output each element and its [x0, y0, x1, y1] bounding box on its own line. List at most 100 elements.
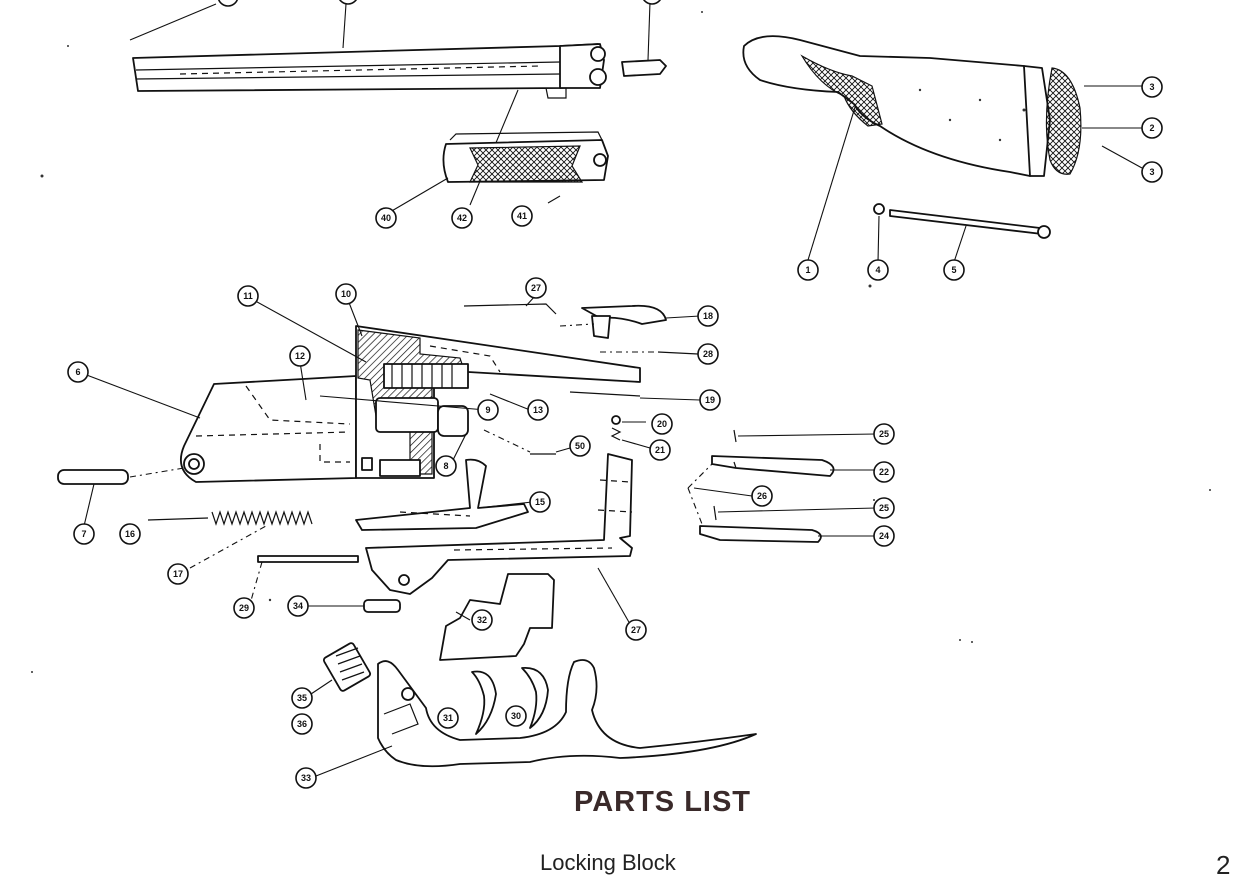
svg-text:5: 5 [951, 265, 956, 275]
svg-text:25: 25 [879, 429, 889, 439]
callout-34: 34 [287, 595, 309, 617]
svg-text:24: 24 [879, 531, 889, 541]
callout-4: 4 [867, 259, 889, 281]
stock-bolt [873, 203, 1051, 263]
locking-block [249, 297, 641, 479]
callout-13: 13 [527, 399, 549, 421]
hinge-pin [57, 467, 185, 527]
callout-19: 19 [699, 389, 721, 411]
svg-text:31: 31 [443, 713, 453, 723]
svg-text:50: 50 [575, 441, 585, 451]
callout-12: 12 [289, 345, 311, 367]
callout-1: 1 [797, 259, 819, 281]
top-lever [463, 295, 701, 401]
page-number: 2 [1216, 850, 1231, 880]
triggers [439, 573, 555, 735]
svg-text:3: 3 [1149, 82, 1154, 92]
small-springs [483, 415, 651, 455]
firing-pin-spring [147, 510, 313, 569]
svg-text:33: 33 [301, 773, 311, 783]
callout-32: 32 [471, 609, 493, 631]
svg-text:11: 11 [243, 291, 253, 301]
svg-text:10: 10 [341, 289, 351, 299]
callout-16: 16 [119, 523, 141, 545]
callout-3-top: 3 [1141, 76, 1163, 98]
svg-text:13: 13 [533, 405, 543, 415]
svg-text:22: 22 [879, 467, 889, 477]
svg-text:9: 9 [485, 405, 490, 415]
callout-5: 5 [943, 259, 965, 281]
section-subtitle: Locking Block [540, 850, 676, 875]
callout-22: 22 [873, 461, 895, 483]
callout-top-edge-left [217, 0, 239, 7]
sears [687, 429, 877, 543]
svg-text:2: 2 [1149, 123, 1154, 133]
callout-27-top: 27 [525, 277, 547, 299]
svg-text:16: 16 [125, 529, 135, 539]
callout-top-edge-right [643, 0, 661, 5]
callout-36: 36 [291, 713, 313, 735]
svg-text:36: 36 [297, 719, 307, 729]
svg-text:17: 17 [173, 569, 183, 579]
svg-text:30: 30 [511, 711, 521, 721]
mainspring [307, 642, 372, 697]
callout-20: 20 [651, 413, 673, 435]
svg-text:12: 12 [295, 351, 305, 361]
callout-41: 41 [511, 205, 533, 227]
callout-9: 9 [477, 399, 499, 421]
svg-text:35: 35 [297, 693, 307, 703]
svg-text:41: 41 [517, 211, 527, 221]
callout-33: 33 [295, 767, 317, 789]
callout-50: 50 [569, 435, 591, 457]
callout-29: 29 [233, 597, 255, 619]
callout-27-bottom: 27 [625, 619, 647, 641]
callout-10: 10 [335, 283, 357, 305]
callout-17: 17 [167, 563, 189, 585]
callout-35: 35 [291, 687, 313, 709]
callout-30: 30 [505, 705, 527, 727]
svg-text:18: 18 [703, 311, 713, 321]
hammers [355, 458, 533, 531]
trigger-guard [315, 659, 757, 777]
svg-text:3: 3 [1149, 167, 1154, 177]
receiver [83, 373, 357, 483]
svg-text:15: 15 [535, 497, 545, 507]
svg-text:1: 1 [805, 265, 810, 275]
svg-text:28: 28 [703, 349, 713, 359]
svg-text:8: 8 [443, 461, 448, 471]
svg-text:26: 26 [757, 491, 767, 501]
callout-15: 15 [529, 491, 551, 513]
callout-top-edge-mid [339, 0, 357, 5]
svg-text:34: 34 [293, 601, 303, 611]
svg-text:20: 20 [657, 419, 667, 429]
svg-text:21: 21 [655, 445, 665, 455]
svg-text:6: 6 [75, 367, 80, 377]
svg-text:4: 4 [875, 265, 880, 275]
svg-text:19: 19 [705, 395, 715, 405]
callout-8: 8 [435, 455, 457, 477]
page-title: PARTS LIST [574, 786, 752, 818]
callout-25-bottom: 25 [873, 497, 895, 519]
callout-40: 40 [375, 207, 397, 229]
callout-28: 28 [697, 343, 719, 365]
top-latch [621, 1, 667, 77]
trigger-plate [249, 453, 633, 625]
callout-18: 18 [697, 305, 719, 327]
barrel [129, 3, 607, 206]
callout-7: 7 [73, 523, 95, 545]
svg-text:27: 27 [531, 283, 541, 293]
callout-25-top: 25 [873, 423, 895, 445]
callout-24: 24 [873, 525, 895, 547]
svg-text:40: 40 [381, 213, 391, 223]
svg-text:32: 32 [477, 615, 487, 625]
svg-text:27: 27 [631, 625, 641, 635]
callout-6: 6 [67, 361, 89, 383]
svg-text:25: 25 [879, 503, 889, 513]
svg-text:7: 7 [81, 529, 86, 539]
stock [742, 35, 1144, 261]
callout-11: 11 [237, 285, 259, 307]
svg-text:42: 42 [457, 213, 467, 223]
callout-2: 2 [1141, 117, 1163, 139]
svg-text:29: 29 [239, 603, 249, 613]
